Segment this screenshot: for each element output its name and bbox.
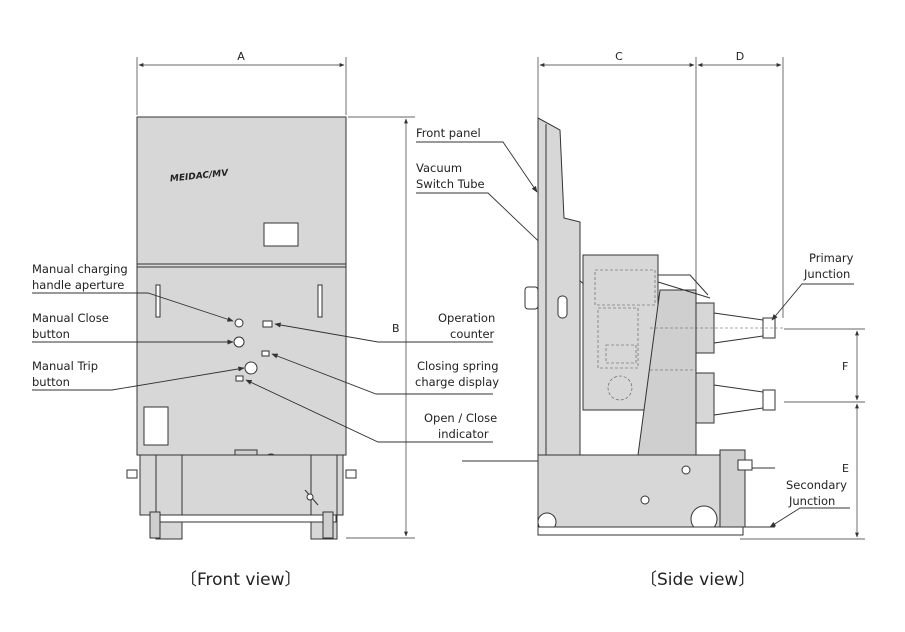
label-primary-1: Primary xyxy=(809,251,854,265)
operation-counter-window xyxy=(262,320,273,328)
upper-contact-finger xyxy=(762,317,776,339)
front-view-caption: 〔Front view〕 xyxy=(180,570,302,590)
front-view: A B MEIDAC/MV xyxy=(126,50,415,540)
dim-label-f: F xyxy=(842,360,848,373)
manual-charging-aperture[interactable] xyxy=(234,318,244,328)
dim-label-d: D xyxy=(736,50,744,63)
label-primary-2: Junction xyxy=(803,267,850,281)
side-view: C D F E xyxy=(462,50,865,540)
manual-close-button[interactable] xyxy=(233,336,245,348)
front-upper-panel xyxy=(136,116,347,265)
left-handle-slot xyxy=(155,284,161,318)
label-vacuum-2: Switch Tube xyxy=(416,177,485,191)
label-secondary-2: Junction xyxy=(788,494,835,508)
side-view-labels: Primary Junction Secondary Junction xyxy=(769,251,854,528)
carriage-bottom-bar xyxy=(155,514,337,523)
secondary-connector xyxy=(719,449,746,528)
label-manual-charging-1: Manual charging xyxy=(32,262,128,276)
side-oval-window xyxy=(557,295,568,319)
label-manual-trip-1: Manual Trip xyxy=(32,359,98,373)
label-open-close-1: Open / Close xyxy=(424,411,497,425)
right-wheel xyxy=(322,511,334,539)
dimension-ef: F E xyxy=(740,328,865,540)
label-manual-close-2: button xyxy=(32,327,70,341)
front-view-labels: Manual charging handle aperture Manual C… xyxy=(32,126,618,443)
label-manual-charging-2: handle aperture xyxy=(32,278,124,292)
lower-contact-finger xyxy=(762,389,776,411)
label-operation-counter-1: Operation xyxy=(438,311,495,325)
label-front-panel: Front panel xyxy=(416,126,481,140)
label-open-close-2: indicator xyxy=(438,427,489,441)
side-view-caption: 〔Side view〕 xyxy=(640,570,755,590)
label-operation-counter-2: counter xyxy=(450,327,495,341)
dim-label-e: E xyxy=(842,462,849,475)
side-front-panel xyxy=(537,117,581,456)
dim-label-b: B xyxy=(392,322,400,335)
mechanism-box xyxy=(582,254,659,411)
front-lower-panel xyxy=(136,263,347,456)
dimension-a: A xyxy=(136,50,347,115)
label-manual-trip-2: button xyxy=(32,375,70,389)
manual-trip-button[interactable] xyxy=(244,361,258,375)
dimension-b: B xyxy=(346,116,415,539)
dim-label-a: A xyxy=(237,50,245,63)
label-closing-spring-1: Closing spring xyxy=(417,359,499,373)
lower-contact-housing xyxy=(695,372,715,424)
lower-left-window xyxy=(143,406,169,446)
label-closing-spring-2: charge display xyxy=(415,375,499,389)
right-handle-slot xyxy=(317,284,323,318)
secondary-connector-plug xyxy=(737,459,753,471)
label-manual-close-1: Manual Close xyxy=(32,311,109,325)
dim-label-c: C xyxy=(615,50,623,63)
lower-contact-arm xyxy=(713,384,764,416)
open-close-indicator xyxy=(235,375,244,382)
dimension-cd: C D xyxy=(537,50,784,318)
left-wheel xyxy=(149,511,161,539)
label-vacuum-1: Vacuum xyxy=(416,161,462,175)
side-handle xyxy=(524,286,539,310)
closing-spring-display xyxy=(261,350,270,357)
label-secondary-1: Secondary xyxy=(786,478,847,492)
nameplate-window xyxy=(263,222,299,247)
